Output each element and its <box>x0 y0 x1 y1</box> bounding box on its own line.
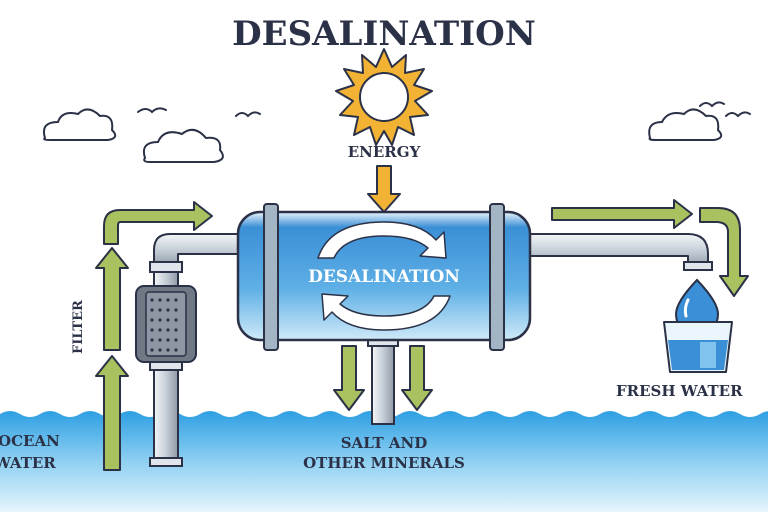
pipe-coupling <box>149 457 183 467</box>
ocean-water <box>0 411 768 512</box>
flow-arrow <box>333 345 433 411</box>
ocean-water-label-line2: WATER <box>0 454 56 472</box>
inlet-pipe <box>153 233 245 267</box>
bird-icon <box>137 101 751 118</box>
salt-label-line2: OTHER MINERALS <box>303 454 465 472</box>
recycle-arrows-icon <box>317 221 451 331</box>
water-glass-icon <box>663 321 733 373</box>
sun-icon <box>335 48 433 146</box>
pipe-coupling <box>149 261 183 273</box>
salt-label-line1: SALT AND <box>341 434 428 452</box>
desalination-tank <box>236 203 532 351</box>
pipe-coupling <box>683 261 713 271</box>
flow-arrow <box>551 199 749 297</box>
ocean-water-label-line1: OCEAN <box>0 432 60 450</box>
energy-arrow <box>367 165 401 213</box>
flow-arrow <box>95 201 213 471</box>
filter-cartridge <box>135 285 197 363</box>
filter-label: FILTER <box>71 300 86 354</box>
tank-label: DESALINATION <box>308 267 460 287</box>
cloud-icon <box>42 108 224 163</box>
cloud-icon <box>648 108 723 141</box>
discharge-pipe <box>371 337 395 425</box>
fresh-water-label: FRESH WATER <box>616 382 743 400</box>
outlet-pipe <box>521 233 709 269</box>
energy-label: ENERGY <box>348 143 421 161</box>
page-title: DESALINATION <box>232 14 536 54</box>
